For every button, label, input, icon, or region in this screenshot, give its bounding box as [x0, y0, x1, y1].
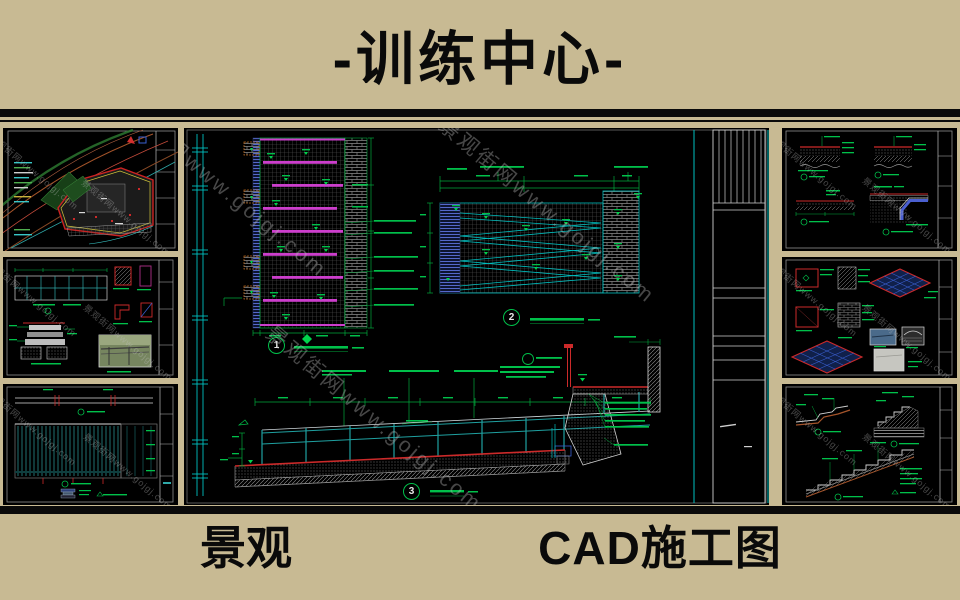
- footer-type-label: CAD施工图: [538, 522, 782, 574]
- site-plan-drawing: [3, 128, 178, 251]
- thumb-fence-elevation: 景观街网www.gojgj.com 景观街网www.gojgj.com: [3, 384, 178, 505]
- page-title: -训练中心-: [332, 27, 628, 92]
- footer-category-label: 景观: [200, 522, 292, 574]
- paving-details-drawing: [785, 130, 953, 249]
- header-divider-thick: [0, 109, 960, 117]
- footer-divider: [0, 506, 960, 514]
- fence-elevation-drawing: [6, 386, 174, 503]
- detail-3-callout: 3: [403, 483, 420, 500]
- stair-details-drawing: [785, 386, 953, 503]
- main-sheet-ramp-details: 1 2 3 景观街网www.gojgj.com 景观街网www.gojgj.co…: [184, 128, 769, 505]
- thumb-site-plan: 景观街网www.gojgj.com 景观街网www.gojgj.com: [3, 128, 178, 251]
- thumb-stair-details: 景观街网www.gojgj.com 景观街网www.gojgj.com: [782, 384, 957, 505]
- detail-2-callout: 2: [503, 309, 520, 326]
- ramp-details-drawing: [186, 129, 769, 504]
- tree-pit-details-drawing: [785, 259, 953, 376]
- header-divider-thin: [0, 120, 960, 122]
- thumb-seat-details: 景观街网www.gojgj.com 景观街网www.gojgj.com: [3, 257, 178, 378]
- thumb-tree-pit-details: 景观街网www.gojgj.com 景观街网www.gojgj.com: [782, 257, 957, 378]
- detail-1-callout: 1: [268, 337, 285, 354]
- thumb-paving-details: 景观街网www.gojgj.com 景观街网www.gojgj.com: [782, 128, 957, 251]
- seat-details-drawing: [6, 259, 174, 376]
